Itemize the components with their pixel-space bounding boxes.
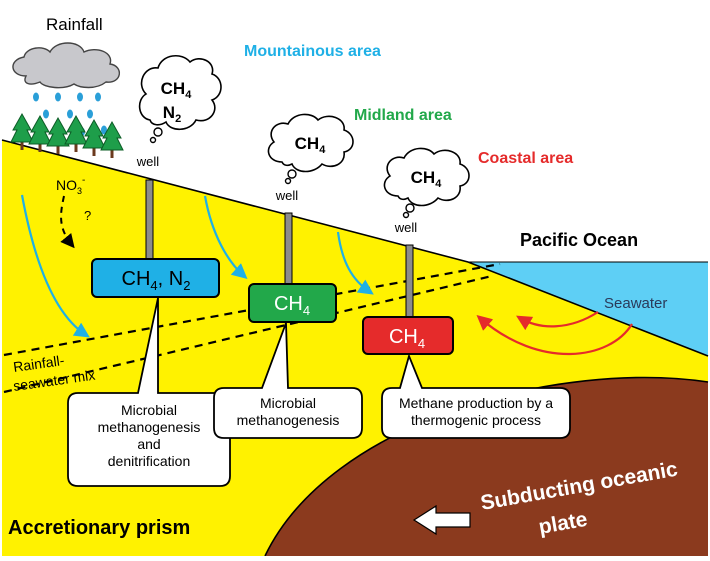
trees <box>10 112 124 158</box>
cloud-coastal <box>383 147 470 207</box>
tree-icon <box>100 120 124 158</box>
callout-line: Microbial <box>120 402 177 418</box>
gas-clouds <box>138 55 470 207</box>
subducting-plate <box>265 377 708 556</box>
callout-line: and <box>137 436 161 452</box>
cloud-coastal-text: CH4 <box>411 168 443 190</box>
callout-line: methanogenesis <box>236 412 340 428</box>
rainfall-infiltration-arrows <box>20 194 374 338</box>
cloud-mountainous-line2: N2 <box>163 103 181 125</box>
seawater-intrusion-arrows <box>476 311 633 356</box>
callout-midland <box>213 322 363 439</box>
nitrate-arrow <box>60 195 75 249</box>
cloud-midland-text: CH4 <box>295 134 327 156</box>
well-coastal <box>405 244 414 321</box>
coastal-area-title: Coastal area <box>478 150 573 167</box>
box-midland-text: CH4 <box>274 293 310 318</box>
well-mountainous <box>145 179 154 265</box>
callout-coastal <box>381 353 571 439</box>
callout-line: methanogenesis <box>97 419 201 435</box>
box-midland <box>248 283 337 323</box>
rain-cloud-icon <box>12 42 120 89</box>
well-midland <box>284 212 293 286</box>
callout-line: denitrification <box>107 453 191 469</box>
callout-midland-text: Microbial methanogenesis <box>214 395 362 429</box>
rainfall-label: Rainfall <box>46 15 103 34</box>
box-coastal-text: CH4 <box>389 326 425 351</box>
nitrate-label: NO3- <box>56 175 85 196</box>
cloud-mountainous-line1: CH4 <box>161 79 193 101</box>
callout-line: thermogenic process <box>411 412 541 428</box>
well-label-midland: well <box>275 188 299 203</box>
tree-icon <box>28 114 52 152</box>
tree-icon <box>64 114 88 152</box>
question-mark: ? <box>84 208 91 223</box>
tree-icon <box>10 112 34 150</box>
well-label-coastal: well <box>394 220 418 235</box>
cloud-midland <box>267 113 354 173</box>
callout-mountainous-text: Microbial methanogenesis and denitrifica… <box>68 402 230 470</box>
tree-icon <box>82 118 106 156</box>
accretionary-prism-label: Accretionary prism <box>8 517 190 539</box>
midland-area-title: Midland area <box>354 107 452 124</box>
mountainous-area-title: Mountainous area <box>244 43 381 60</box>
cloud-mountainous <box>138 55 222 131</box>
cloud-tails <box>149 127 415 219</box>
box-coastal <box>362 316 454 355</box>
seawater-label: Seawater <box>604 295 667 312</box>
callout-line: Methane production by a <box>398 395 554 411</box>
pacific-ocean-label: Pacific Ocean <box>520 230 638 250</box>
box-mountainous-text: CH4, N2 <box>122 268 191 293</box>
box-mountainous <box>91 258 220 298</box>
callout-coastal-text: Methane production by a thermogenic proc… <box>382 395 570 429</box>
callout-line: Microbial <box>259 395 316 411</box>
subduction-direction-arrow <box>412 504 471 536</box>
tree-icon <box>46 116 70 154</box>
well-label-mountainous: well <box>136 154 160 169</box>
mix-label-line1: Rainfall- <box>12 352 65 375</box>
